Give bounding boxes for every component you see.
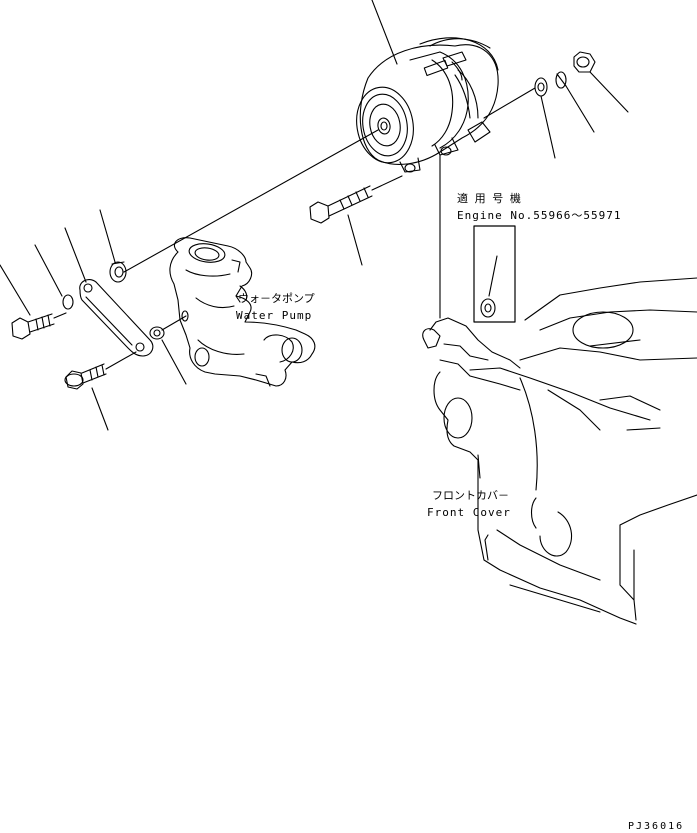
leader-washer-mid [162,340,186,384]
leader-flange-bolt [92,388,108,430]
leader-water-pump [236,296,240,302]
water-pump-label-en: Water Pump [236,309,313,322]
drawing-code: PJ36016 [628,821,685,832]
spring-washer [556,72,566,88]
flat-washer-right [535,78,547,96]
compressor-pulley [351,83,419,168]
spacer-left [110,262,126,282]
leader-short-bolt [0,265,30,315]
long-bolt [310,176,402,223]
leader-nut [590,72,628,112]
bracket-plate [80,280,153,356]
water-pump-label-jp: ウォ－タポンプ [238,292,315,305]
leader-compressor [372,0,397,64]
engine-number-label: Engine No.55966～55971 [457,209,622,222]
front-cover-label-en: Front Cover [427,506,511,519]
applicable-inset [474,226,515,322]
compressor [351,38,498,172]
leader-front-cover [478,455,480,478]
front-cover [423,278,697,624]
water-pump [170,238,315,386]
leader-spacer [100,210,115,262]
compressor-nut [574,52,595,72]
washer-bracket-left [63,295,73,309]
leader-spring-washer [566,86,594,132]
washer-mid [150,327,164,339]
short-bolt [12,313,66,339]
leader-bracket [65,228,86,282]
flange-bolt [65,352,136,389]
leader-washer-bracket [35,245,62,296]
leader-washer-right [541,96,555,158]
front-cover-label-jp: フロントカバ－ [432,489,509,502]
leader-long-bolt [348,215,362,265]
applicable-engine-label-jp: 適 用 号 機 [457,192,521,205]
